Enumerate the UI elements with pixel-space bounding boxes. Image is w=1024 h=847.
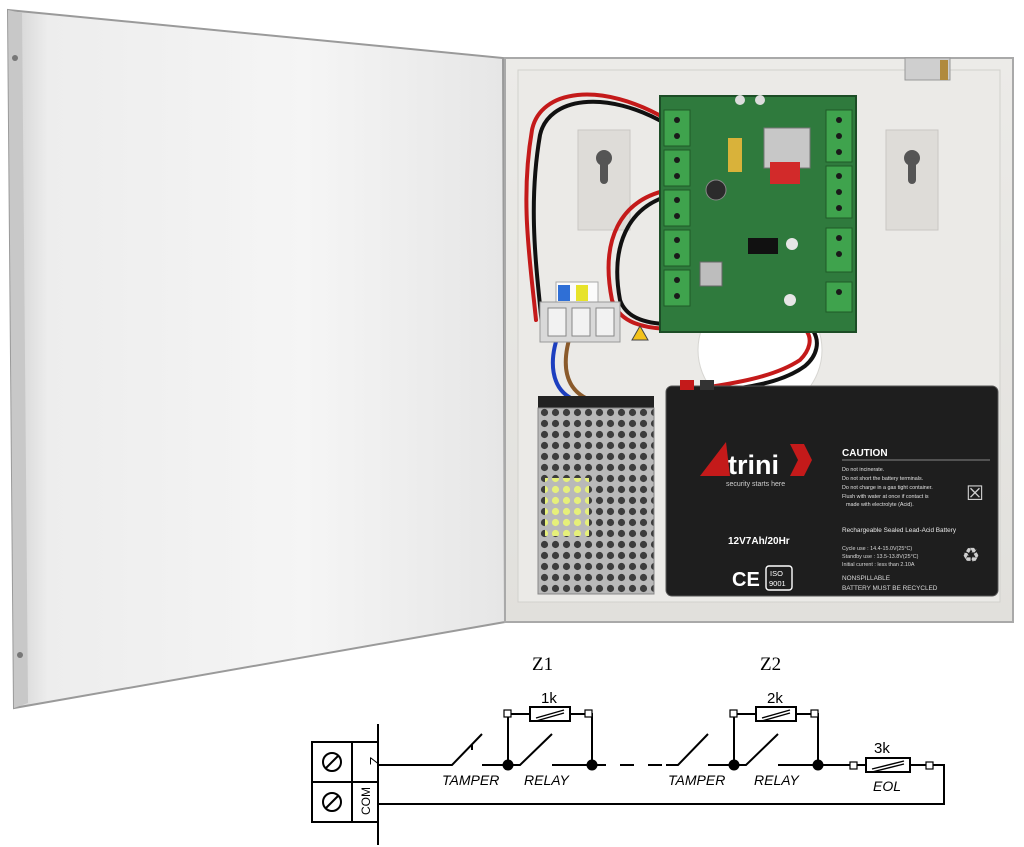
caution-line: made with electrolyte (Acid). [846,502,914,508]
resistor-1k-label: 1k [541,690,557,707]
terminal-block [311,724,379,845]
mounting-slot-left [577,129,631,231]
relay-1-label: RELAY [524,772,571,788]
caution-title: CAUTION [842,448,888,459]
tamper-2-label: TAMPER [668,772,725,788]
caution-line: Do not incinerate. [842,467,884,473]
alarm-control-pcb [659,95,857,333]
terminal-z-label: Z [367,757,382,765]
caution-line: Do not short the battery terminals. [842,476,923,482]
iso-badge: ISO 9001 [765,565,793,591]
bin-icon: ☒ [966,483,984,505]
battery-type: Rechargeable Sealed Lead-Acid Battery [842,527,957,534]
resistor-3k-label: 3k [874,740,890,757]
spec-line: Initial current : less than 2.10A [842,562,915,568]
battery: trini security starts here 12V7Ah/20Hr C… [665,380,999,597]
wiring-diagram [311,706,945,845]
resistor-2k-label: 2k [767,690,783,707]
recycle-label: BATTERY MUST BE RECYCLED [842,585,938,592]
zone-1-label: Z1 [532,654,553,675]
battery-tagline: security starts here [726,481,785,488]
caution-line: Do not charge in a gas tight container. [842,485,933,491]
svg-text:9001: 9001 [769,579,786,588]
diagram-labels: Z1 Z2 1k 2k 3k TAMPER RELAY TAMPER RELAY… [359,654,901,815]
relay-2-label: RELAY [754,772,801,788]
mains-terminal-block [539,281,649,343]
nonspillable-label: NONSPILLABLE [842,575,890,582]
terminal-com-label: COM [359,787,373,815]
battery-rating: 12V7Ah/20Hr [728,536,790,547]
caution-line: Flush with water at once if contact is [842,494,929,500]
tamper-1-label: TAMPER [442,772,499,788]
spec-line: Cycle use : 14.4-15.0V(25°C) [842,546,912,552]
zone-2-label: Z2 [760,654,781,675]
ce-mark: CE [732,569,760,591]
power-supply-module [537,396,655,595]
eol-label: EOL [873,778,901,794]
svg-text:ISO: ISO [770,569,783,578]
mounting-slot-right [885,129,939,231]
recycle-icon: ♻ [962,545,980,567]
battery-brand: trini [728,450,779,480]
enclosure-door [6,8,507,710]
spec-line: Standby use : 13.5-13.8V(25°C) [842,554,919,560]
